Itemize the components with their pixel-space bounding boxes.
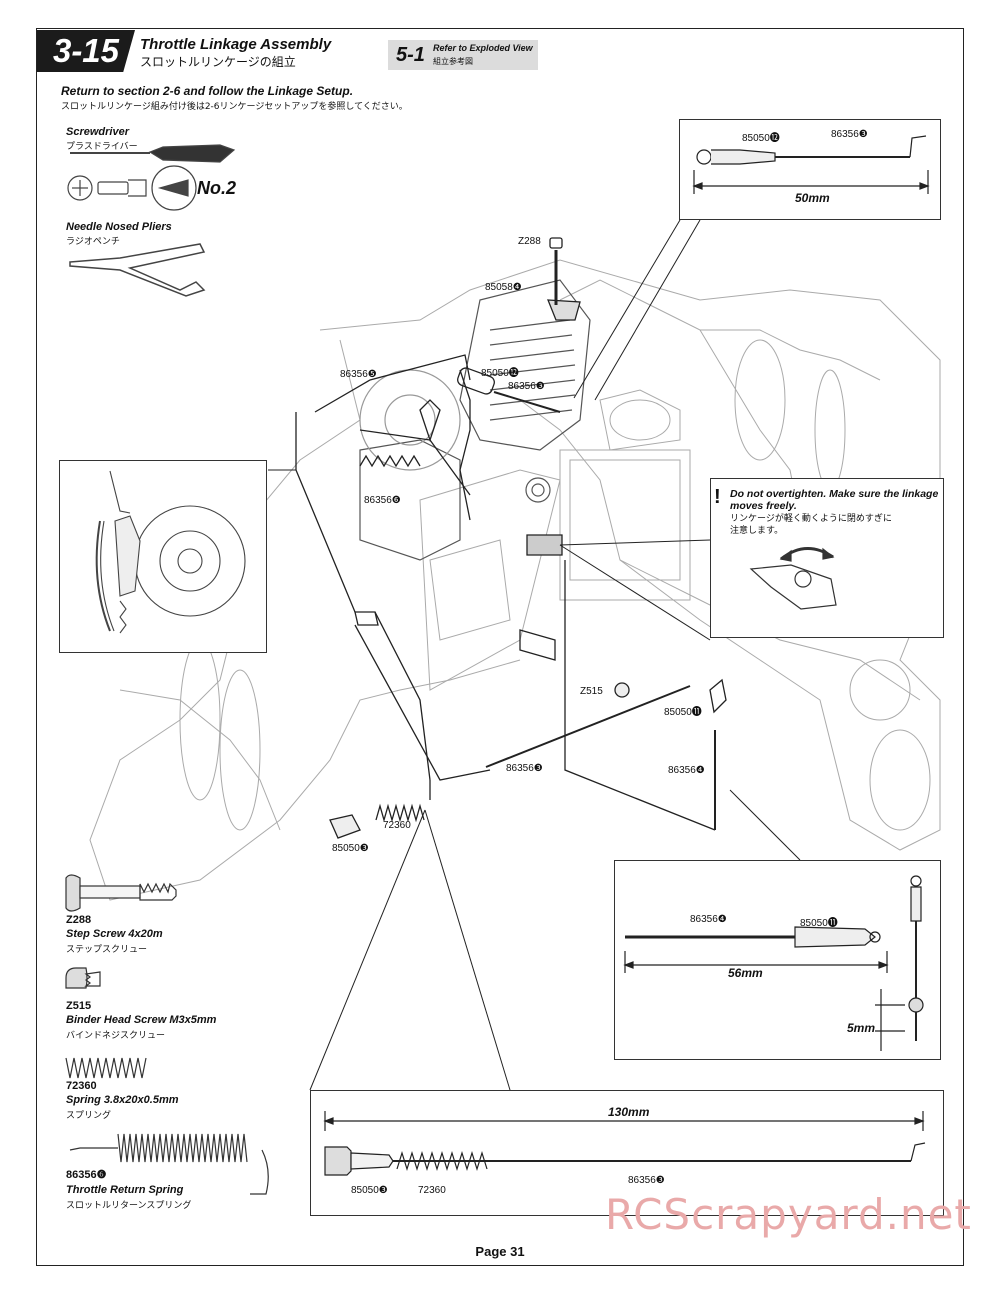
callout-85050-12: 85050⓬ <box>481 368 519 379</box>
step-number-badge: 3-15 <box>37 30 135 72</box>
servo-stay <box>519 629 556 661</box>
throttle-linkage-clamp <box>354 611 379 626</box>
top-box-length: 50mm <box>795 191 830 205</box>
chassis-drawing <box>89 259 941 901</box>
page-frame <box>36 28 964 1266</box>
mid-box-gap: 5mm <box>847 1021 876 1035</box>
mid-box-length: 56mm <box>728 966 763 980</box>
callout-85058: 85058❹ <box>485 282 522 293</box>
spring-72360-detail <box>396 1150 488 1172</box>
rod-56mm-diagram <box>623 875 924 1051</box>
bottom-box-length: 130mm <box>608 1105 650 1119</box>
callout-72360: 72360 <box>383 820 411 831</box>
mid-box-part-86356: 86356❹ <box>690 914 727 925</box>
top-box-part-85050: 85050⓬ <box>742 133 780 144</box>
step-title-jp: スロットルリンケージの組立 <box>140 55 296 69</box>
legend-name-86356-jp: スロットルリターンスプリング <box>66 1201 192 1211</box>
legend-name-72360: Spring 3.8x20x0.5mm <box>66 1094 179 1106</box>
rod-86356-c <box>485 685 691 768</box>
detail-box-56mm <box>614 860 941 1060</box>
warning-text-jp: リンケージが軽く動くように閉めすぎに注意します。 <box>730 514 892 536</box>
spring-icon <box>65 1057 147 1079</box>
reference-label-jp: 組立参考図 <box>433 57 473 66</box>
return-spring-icon <box>69 1133 269 1195</box>
legend-name-86356: Throttle Return Spring <box>66 1184 184 1196</box>
return-spring-86356-e <box>359 454 421 468</box>
top-box-part-86356: 86356❸ <box>831 129 868 140</box>
legend-code-86356: 86356❻ <box>66 1169 107 1181</box>
callout-z515: Z515 <box>580 686 603 697</box>
bottom-box-part-85050: 85050❸ <box>351 1185 388 1196</box>
detail-box-130mm <box>310 1090 944 1216</box>
tool-pliers-label: Needle Nosed Pliers <box>66 221 172 233</box>
callout-86356-b: 86356❺ <box>340 369 377 380</box>
callout-z288: Z288 <box>518 236 541 247</box>
collar-85050-3 <box>329 814 361 839</box>
legend-code-z288: Z288 <box>66 914 92 926</box>
page-number: Page 31 <box>475 1244 525 1259</box>
tool-screwdriver-label: Screwdriver <box>66 126 129 138</box>
ball-end-85050-11 <box>709 678 727 714</box>
bottom-box-part-72360: 72360 <box>418 1185 446 1196</box>
bottom-box-part-86356: 86356❸ <box>628 1175 665 1186</box>
callout-85050-11: 85050⓫ <box>664 707 702 718</box>
legend-code-z515: Z515 <box>66 1000 92 1012</box>
linkage-rods <box>295 237 727 839</box>
reference-label: Refer to Exploded View <box>433 43 533 53</box>
warning-text: Do not overtighten. Make sure the linkag… <box>730 488 939 512</box>
warning-box <box>710 478 944 638</box>
callout-86356-a: 86356❸ <box>508 381 545 392</box>
warning-icon: ! <box>714 486 721 508</box>
tool-pliers-label-jp: ラジオペンチ <box>66 237 120 247</box>
detail-box-50mm <box>679 119 941 220</box>
carburetor-spring-diagram <box>95 470 246 634</box>
legend-name-72360-jp: スプリング <box>66 1111 112 1121</box>
binder-screw-icon <box>65 967 101 989</box>
legend-name-z515: Binder Head Screw M3x5mm <box>66 1014 217 1026</box>
rod-86356-a <box>493 391 561 413</box>
spring-72360 <box>375 803 425 823</box>
return-spring-line <box>314 354 471 413</box>
needle-nose-pliers-icon <box>69 243 206 297</box>
exploded-view-reference <box>388 40 538 70</box>
instruction-text: Return to section 2-6 and follow the Lin… <box>61 84 354 98</box>
screw-z515 <box>614 682 630 698</box>
screwdriver-size-label: No.2 <box>197 178 237 198</box>
callout-86356-c: 86356❸ <box>506 763 543 774</box>
instruction-text-jp: スロットルリンケージ組み付け後は2-6リンケージセットアップを参照してください。 <box>61 102 408 112</box>
mid-box-part-85050: 85050⓫ <box>800 918 838 929</box>
watermark: RCScrapyard.net <box>605 1190 972 1239</box>
servo-horn-rotation-diagram <box>749 547 837 610</box>
throttle-servo-horn <box>526 534 563 556</box>
ball-end-85050-12 <box>457 367 495 395</box>
phillips-screw-icon <box>67 165 197 211</box>
carburetor-detail-inset <box>59 460 267 653</box>
rod-50mm-diagram <box>692 135 930 194</box>
callout-pointers <box>268 219 801 1091</box>
legend-code-72360: 72360 <box>66 1080 97 1092</box>
legend-name-z288-jp: ステップスクリュー <box>66 945 148 955</box>
tool-screwdriver-label-jp: プラスドライバー <box>66 142 138 152</box>
legend-name-z515-jp: バインドネジスクリュー <box>66 1031 166 1041</box>
rod-130mm-diagram <box>323 1111 926 1176</box>
step-title: Throttle Linkage Assembly <box>140 36 332 53</box>
screwdriver-icon <box>70 144 236 163</box>
callout-86356-e: 86356❻ <box>364 495 401 506</box>
step-screw-icon <box>65 874 177 912</box>
legend-name-z288: Step Screw 4x20m <box>66 928 163 940</box>
callout-85050-3: 85050❸ <box>332 843 369 854</box>
engine-drawing <box>359 279 591 561</box>
reference-number: 5-1 <box>396 44 425 66</box>
callout-86356-d: 86356❹ <box>668 765 705 776</box>
